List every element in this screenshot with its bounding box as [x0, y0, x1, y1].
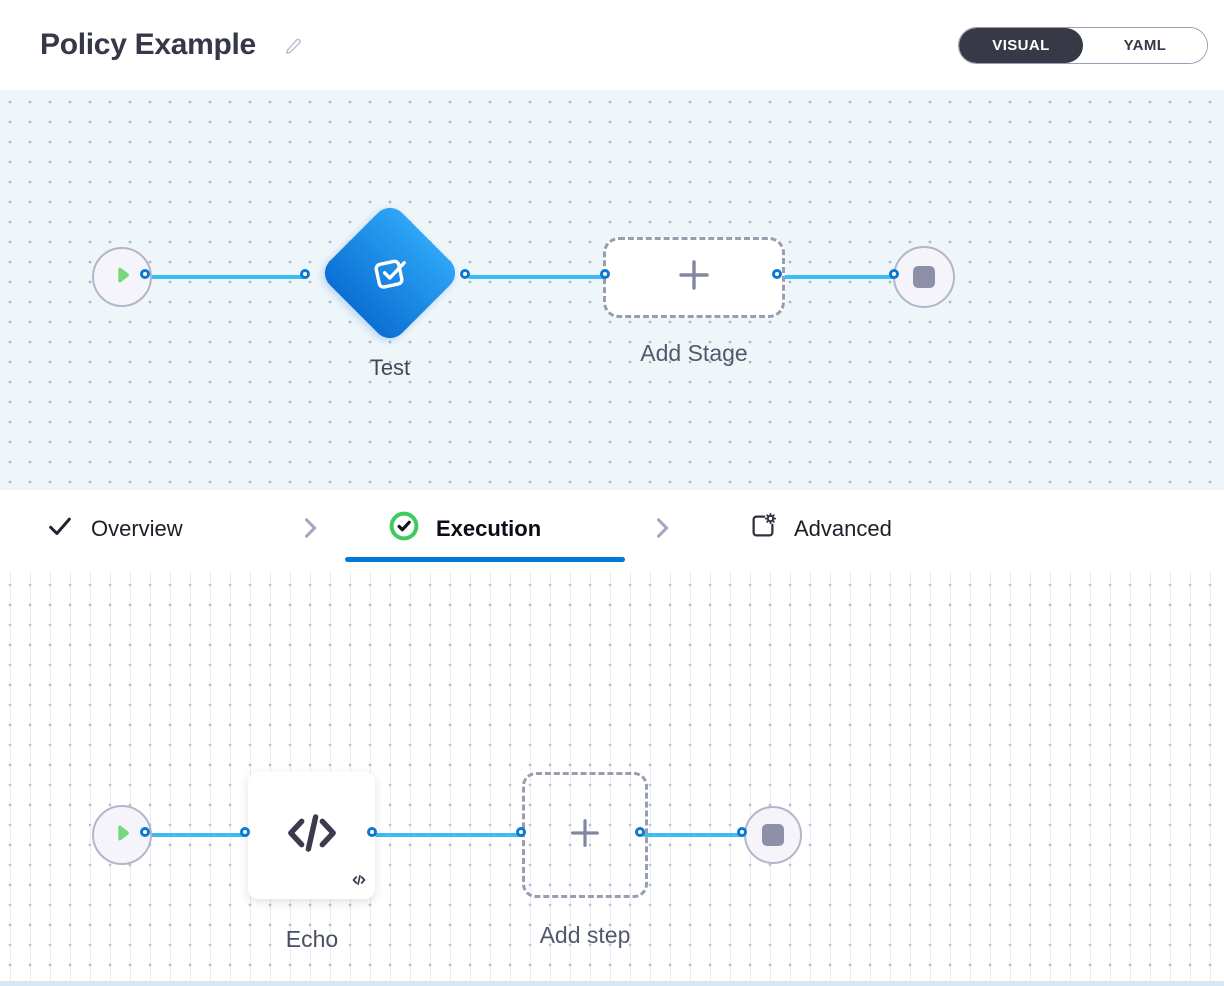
add-stage-label: Add Stage [640, 340, 748, 366]
port[interactable] [140, 269, 150, 279]
check-circle-icon [388, 510, 420, 547]
port[interactable] [889, 269, 899, 279]
play-icon [109, 820, 135, 851]
toggle-yaml-button[interactable]: YAML [1083, 27, 1207, 63]
chevron-right-icon [296, 514, 324, 547]
stage-tabbar: Overview Execution [0, 490, 1224, 571]
edge-step-to-addstep [375, 833, 524, 837]
page-title: Policy Example [40, 28, 256, 61]
tab-execution[interactable]: Execution [388, 490, 541, 567]
port[interactable] [367, 827, 377, 837]
edge-start-to-step [148, 833, 248, 837]
stage-node-test[interactable] [317, 200, 463, 346]
add-step-button[interactable] [522, 772, 648, 898]
port[interactable] [635, 827, 645, 837]
port[interactable] [600, 269, 610, 279]
port[interactable] [300, 269, 310, 279]
edge-stage-to-addstage [468, 275, 608, 279]
tab-overview[interactable]: Overview [45, 490, 183, 567]
chevron-right-icon [648, 514, 676, 547]
play-icon [109, 262, 135, 293]
stage-node-label: Test [369, 355, 411, 380]
stop-icon [762, 824, 784, 846]
code-badge-icon [351, 872, 367, 893]
step-node-label: Echo [285, 926, 339, 952]
tab-advanced-label: Advanced [794, 515, 892, 541]
port[interactable] [516, 827, 526, 837]
pipeline-end-node[interactable] [893, 246, 955, 308]
tab-overview-label: Overview [91, 515, 183, 541]
plus-icon [675, 256, 713, 299]
plus-icon [567, 815, 603, 856]
active-tab-underline [345, 557, 625, 562]
advanced-gear-icon [748, 511, 778, 546]
edge-addstep-to-end [643, 833, 745, 837]
bottom-divider [0, 981, 1224, 986]
add-step-label: Add step [539, 922, 631, 948]
approval-check-icon [354, 237, 425, 308]
port[interactable] [772, 269, 782, 279]
stop-icon [913, 266, 935, 288]
step-node-echo[interactable] [248, 772, 375, 899]
tab-advanced[interactable]: Advanced [748, 490, 892, 567]
header: Policy Example VISUAL YAML [0, 0, 1224, 90]
execution-end-node[interactable] [744, 806, 802, 864]
edge-start-to-stage [148, 275, 308, 279]
tab-execution-label: Execution [436, 515, 542, 541]
port[interactable] [140, 827, 150, 837]
toggle-visual-button[interactable]: VISUAL [959, 27, 1083, 63]
code-icon [281, 802, 343, 869]
port[interactable] [737, 827, 747, 837]
check-icon [45, 511, 75, 546]
add-stage-button[interactable] [603, 237, 785, 318]
visual-yaml-toggle: VISUAL YAML [958, 26, 1208, 64]
stage-canvas[interactable]: Test Add Stage [0, 90, 1224, 490]
pencil-icon[interactable] [282, 34, 304, 61]
edge-addstage-to-end [780, 275, 897, 279]
step-canvas[interactable]: Echo Add step [0, 571, 1224, 986]
port[interactable] [460, 269, 470, 279]
port[interactable] [240, 827, 250, 837]
